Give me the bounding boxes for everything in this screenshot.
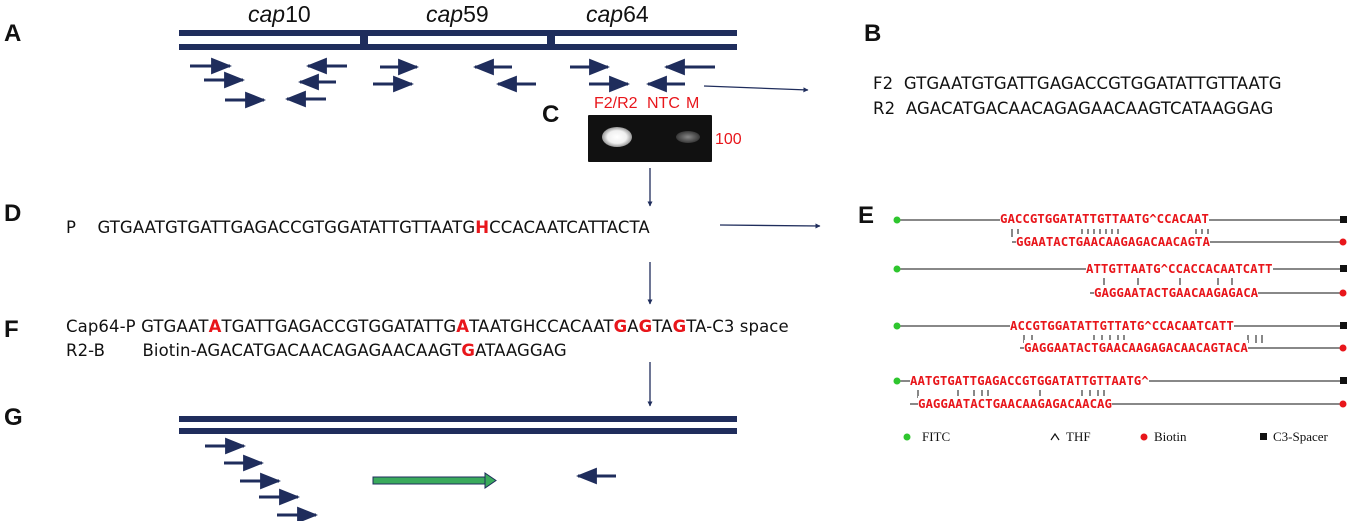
amplicon-arrow-g	[372, 472, 497, 489]
genome-strand-a	[179, 30, 737, 50]
legend-fitc-symbol	[903, 433, 911, 441]
panel-label-c: C	[542, 101, 560, 128]
alignment-3-primer: GAGGAATACTGAACAAGAGACAACAGTACA	[1024, 340, 1248, 355]
alignment-3-probe: ACCGTGGATATTGTTATG^CCACAATCATT	[1010, 318, 1234, 333]
legend-c3-symbol	[1260, 433, 1267, 440]
cap64-probe-sequence: Cap64-P GTGAATATGATTGAGACCGTGGATATTGATAA…	[66, 317, 789, 336]
c3-spacer-markers	[1340, 216, 1347, 384]
legend-thf-label: THF	[1066, 429, 1091, 444]
gel-band-marker	[676, 131, 700, 143]
alignment-4-primer: GAGGAATACTGAACAAGAGACAACAG	[918, 396, 1112, 411]
legend-thf-symbol	[1050, 432, 1060, 441]
gene-label-cap64: cap64	[586, 1, 649, 27]
alignment-1-primer: GGAATACTGAACAAGAGACAACAGTA	[1016, 234, 1210, 249]
primer-arrows-a	[190, 57, 715, 109]
alignment-4-probe: AATGTGATTGAGACCGTGGATATTGTTAATG^	[910, 373, 1149, 388]
gel-image	[588, 115, 712, 162]
panel-label-g: G	[4, 404, 23, 431]
gel-marker-size: 100	[715, 131, 742, 148]
gel-band-product	[602, 127, 632, 147]
gel-lane-ntc: NTC	[647, 95, 680, 112]
legend-biotin-symbol	[1140, 433, 1148, 441]
flow-arrows	[647, 85, 821, 407]
gel-lane-f2r2: F2/R2	[594, 95, 638, 112]
r2b-primer-sequence: R2-B Biotin-AGACATGACAACAGAGAACAAGTGATAA…	[66, 341, 567, 360]
panel-label-e: E	[858, 202, 875, 229]
primer-r2: R2 AGACATGACAACAGAGAACAAGTCATAAGGAG	[873, 99, 1274, 118]
gene-label-cap10: cap10	[248, 1, 311, 27]
panel-label-a: A	[4, 20, 22, 47]
alignment-1-probe: GACCGTGGATATTGTTAATG^CCACAAT	[1000, 211, 1209, 226]
legend-fitc-label: FITC	[922, 429, 951, 444]
gene-label-cap59: cap59	[426, 1, 489, 27]
genome-strand-g	[179, 416, 737, 434]
alignment-2-probe: ATTGTTAATG^CCACCACAATCATT	[1086, 261, 1273, 276]
panel-label-d: D	[4, 200, 22, 227]
biotin-markers	[1339, 238, 1347, 408]
panel-label-b: B	[864, 20, 882, 47]
legend-c3-label: C3-Spacer	[1273, 429, 1328, 444]
alignment-2-primer: GAGGAATACTGAACAAGAGACA	[1094, 285, 1259, 300]
legend-biotin-label: Biotin	[1154, 429, 1187, 444]
probe-sequence: P GTGAATGTGATTGAGACCGTGGATATTGTTAATGHCCA…	[66, 218, 650, 237]
primer-f2: F2 GTGAATGTGATTGAGACCGTGGATATTGTTAATG	[873, 74, 1282, 93]
fitc-markers	[893, 216, 901, 385]
panel-label-f: F	[4, 316, 19, 343]
primer-arrows-g	[205, 437, 616, 521]
gel-lane-marker: M	[686, 95, 700, 112]
